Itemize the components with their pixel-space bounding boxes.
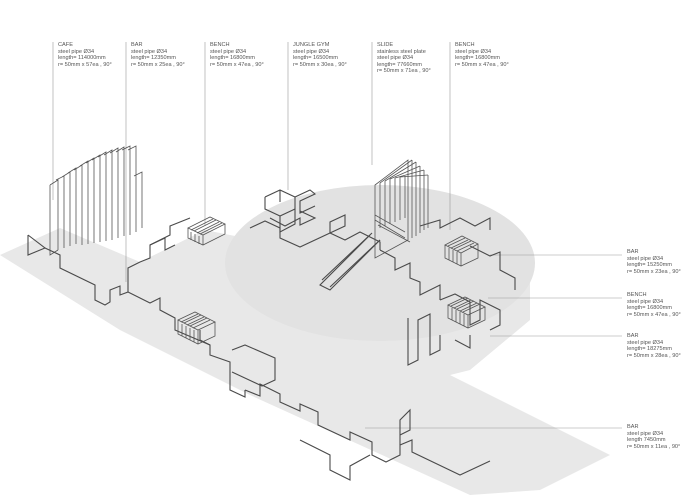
bench-3 [447,296,486,329]
label-bar-1-radius: r= 50mm x 25ea , 90° [131,61,185,68]
label-bench-2-material: steel pipe Ø34 [455,48,492,55]
label-bench-2-length: length= 16800mm [455,55,500,62]
label-bar-2-length: length= 15250mm [627,262,672,269]
bench-2 [444,235,479,267]
label-cafe-length: length= 114000mm [58,55,106,62]
label-jungle-gym-title: JUNGLE GYM [293,42,330,48]
label-bar-2-radius: r= 50mm x 23ea , 90° [627,268,681,275]
label-bench-3-length: length= 16800mm [627,305,672,312]
label-bar-1: BAR steel pipe Ø34 length= 12350mm r= 50… [131,42,185,68]
label-bar-3-length: length= 18275mm [627,346,672,353]
label-slide-plate: stainless steel plate [377,48,426,55]
label-cafe: CAFE steel pipe Ø34 length= 114000mm r= … [58,42,112,68]
label-bar-3-material: steel pipe Ø34 [627,339,664,346]
pipe-network [27,214,516,481]
label-bar-2-material: steel pipe Ø34 [627,255,664,262]
label-bar-4-radius: r= 50mm x 11ea , 90° [627,443,681,450]
label-bench-1: BENCH steel pipe Ø34 length= 16800mm r= … [210,42,264,68]
cafe-structure [49,145,143,256]
label-bench-1-radius: r= 50mm x 47ea , 90° [210,61,264,68]
label-bar-4-title: BAR [627,424,639,430]
label-bench-1-title: BENCH [210,42,230,48]
label-bar-3: BAR steel pipe Ø34 length= 18275mm r= 50… [627,333,681,359]
ground-plane [0,185,610,495]
label-bar-4-material: steel pipe Ø34 [627,430,664,437]
label-bar-1-length: length= 12350mm [131,55,176,62]
label-bench-3-radius: r= 50mm x 47ea , 90° [627,311,681,318]
label-bar-4: BAR steel pipe Ø34 length 7450mm r= 50mm… [627,424,680,450]
label-bar-1-title: BAR [131,42,143,48]
slide-structure [374,159,429,259]
jungle-gym-structure [264,189,317,233]
label-bench-2-radius: r= 50mm x 47ea , 90° [455,61,509,68]
label-bar-3-radius: r= 50mm x 28ea , 90° [627,352,681,359]
label-bench-2: BENCH steel pipe Ø34 length= 16800mm r= … [455,42,509,68]
label-bar-1-material: steel pipe Ø34 [131,48,168,55]
label-slide: SLIDE stainless steel plate steel pipe Ø… [377,42,431,75]
label-bar-3-title: BAR [627,333,639,339]
label-jungle-gym-length: length= 16500mm [293,55,338,62]
slide-chute [321,232,381,288]
label-bench-3-title: BENCH [627,292,647,298]
label-jungle-gym-radius: r= 50mm x 30ea , 90° [293,61,347,68]
label-slide-length: length= 77660mm [377,61,422,68]
label-cafe-material: steel pipe Ø34 [58,48,95,55]
label-bar-2-title: BAR [627,249,639,255]
leader-lines [52,42,622,429]
label-slide-title: SLIDE [377,42,394,48]
label-slide-material: steel pipe Ø34 [377,55,414,62]
label-slide-radius: r= 50mm x 71ea , 90° [377,68,431,75]
label-cafe-radius: r= 50mm x 57ea , 90° [58,61,112,68]
label-bench-3: BENCH steel pipe Ø34 length= 16800mm r= … [627,292,681,318]
label-bench-1-material: steel pipe Ø34 [210,48,247,55]
label-cafe-title: CAFE [58,42,73,48]
label-bench-3-material: steel pipe Ø34 [627,298,664,305]
label-bench-1-length: length= 16800mm [210,55,255,62]
bench-1 [187,216,226,246]
label-bar-2: BAR steel pipe Ø34 length= 15250mm r= 50… [627,249,681,275]
label-jungle-gym-material: steel pipe Ø34 [293,48,330,55]
label-bench-2-title: BENCH [455,42,475,48]
label-bar-4-length: length 7450mm [627,437,666,444]
bench-lower [177,311,216,345]
label-jungle-gym: JUNGLE GYM steel pipe Ø34 length= 16500m… [293,42,347,68]
